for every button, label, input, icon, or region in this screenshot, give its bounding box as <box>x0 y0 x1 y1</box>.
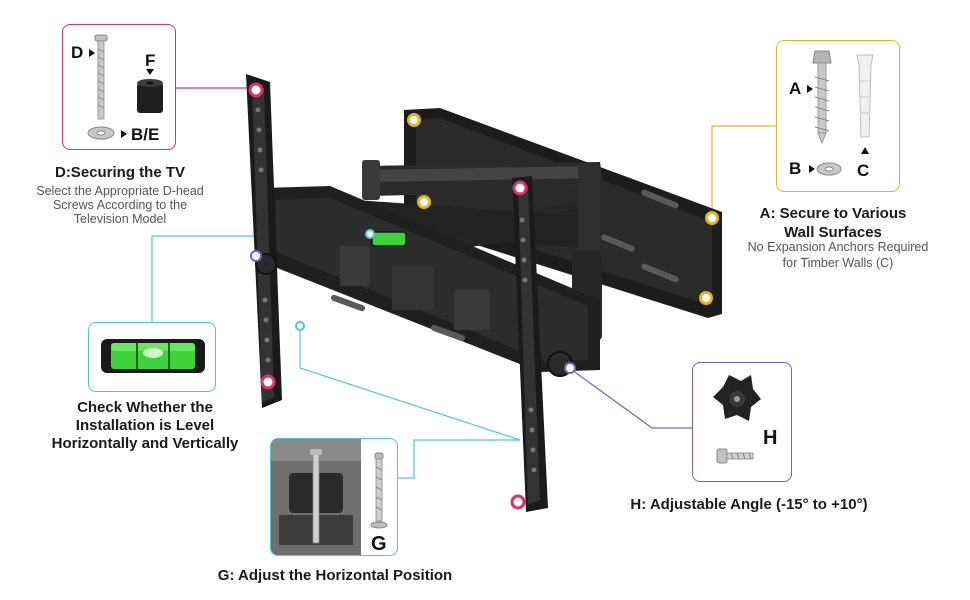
bracket-bubble-level <box>371 231 407 247</box>
callout-h-title: H: Adjustable Angle (-15° to +10°) <box>630 496 868 513</box>
marker-rings <box>248 82 719 510</box>
h-part-label: H <box>763 427 778 449</box>
tv-rail-right <box>512 176 548 512</box>
d-parts-illustration <box>87 34 163 140</box>
tv-rail-left <box>246 74 282 408</box>
a-part-label-b: B <box>789 159 802 178</box>
leader-line-a <box>711 125 776 214</box>
callout-a-box: A B C <box>776 40 900 192</box>
callout-g-title: G: Adjust the Horizontal Position <box>217 567 453 584</box>
callout-a-subtitle-1: No Expansion Anchors Required <box>747 240 929 254</box>
d-part-label-d: D <box>71 43 84 62</box>
bubble-level-illustration <box>101 339 205 373</box>
callout-a-subtitle-2: for Timber Walls (C) <box>782 256 894 270</box>
d-part-label-f: F <box>145 51 156 70</box>
a-parts-illustration <box>807 50 874 176</box>
callout-d-title: D:Securing the TV <box>54 164 185 181</box>
callout-a-title-2: Wall Surfaces <box>784 224 882 241</box>
g-part-label: G <box>371 533 387 555</box>
leader-line-g <box>398 439 520 479</box>
callout-h-box: H <box>692 362 792 482</box>
d-part-label-be: B/E <box>131 125 160 144</box>
callout-d-subtitle-3: Television Model <box>73 212 167 226</box>
callout-d-box: D F B/E <box>62 24 176 150</box>
leader-line-d <box>176 87 257 91</box>
callout-g-box: G <box>270 438 398 556</box>
h-parts-illustration <box>713 375 761 464</box>
a-part-label-c: C <box>857 161 870 180</box>
callout-d-subtitle-1: Select the Appropriate D-head <box>36 184 204 198</box>
leader-line-h <box>571 369 692 429</box>
callout-a-title-1: A: Secure to Various <box>759 205 907 222</box>
callout-d-subtitle-2: Screws According to the <box>52 198 188 212</box>
callout-level-box <box>88 322 216 392</box>
g-parts-illustration <box>271 439 388 555</box>
callout-level-text-3: Horizontally and Vertically <box>51 435 239 452</box>
callout-level-text-2: Installation is Level <box>75 417 215 434</box>
callout-level-text-1: Check Whether the <box>77 399 213 416</box>
leader-line-g2 <box>299 330 521 441</box>
tv-bracket-horizontal <box>262 186 600 372</box>
a-part-label-a: A <box>789 79 802 98</box>
